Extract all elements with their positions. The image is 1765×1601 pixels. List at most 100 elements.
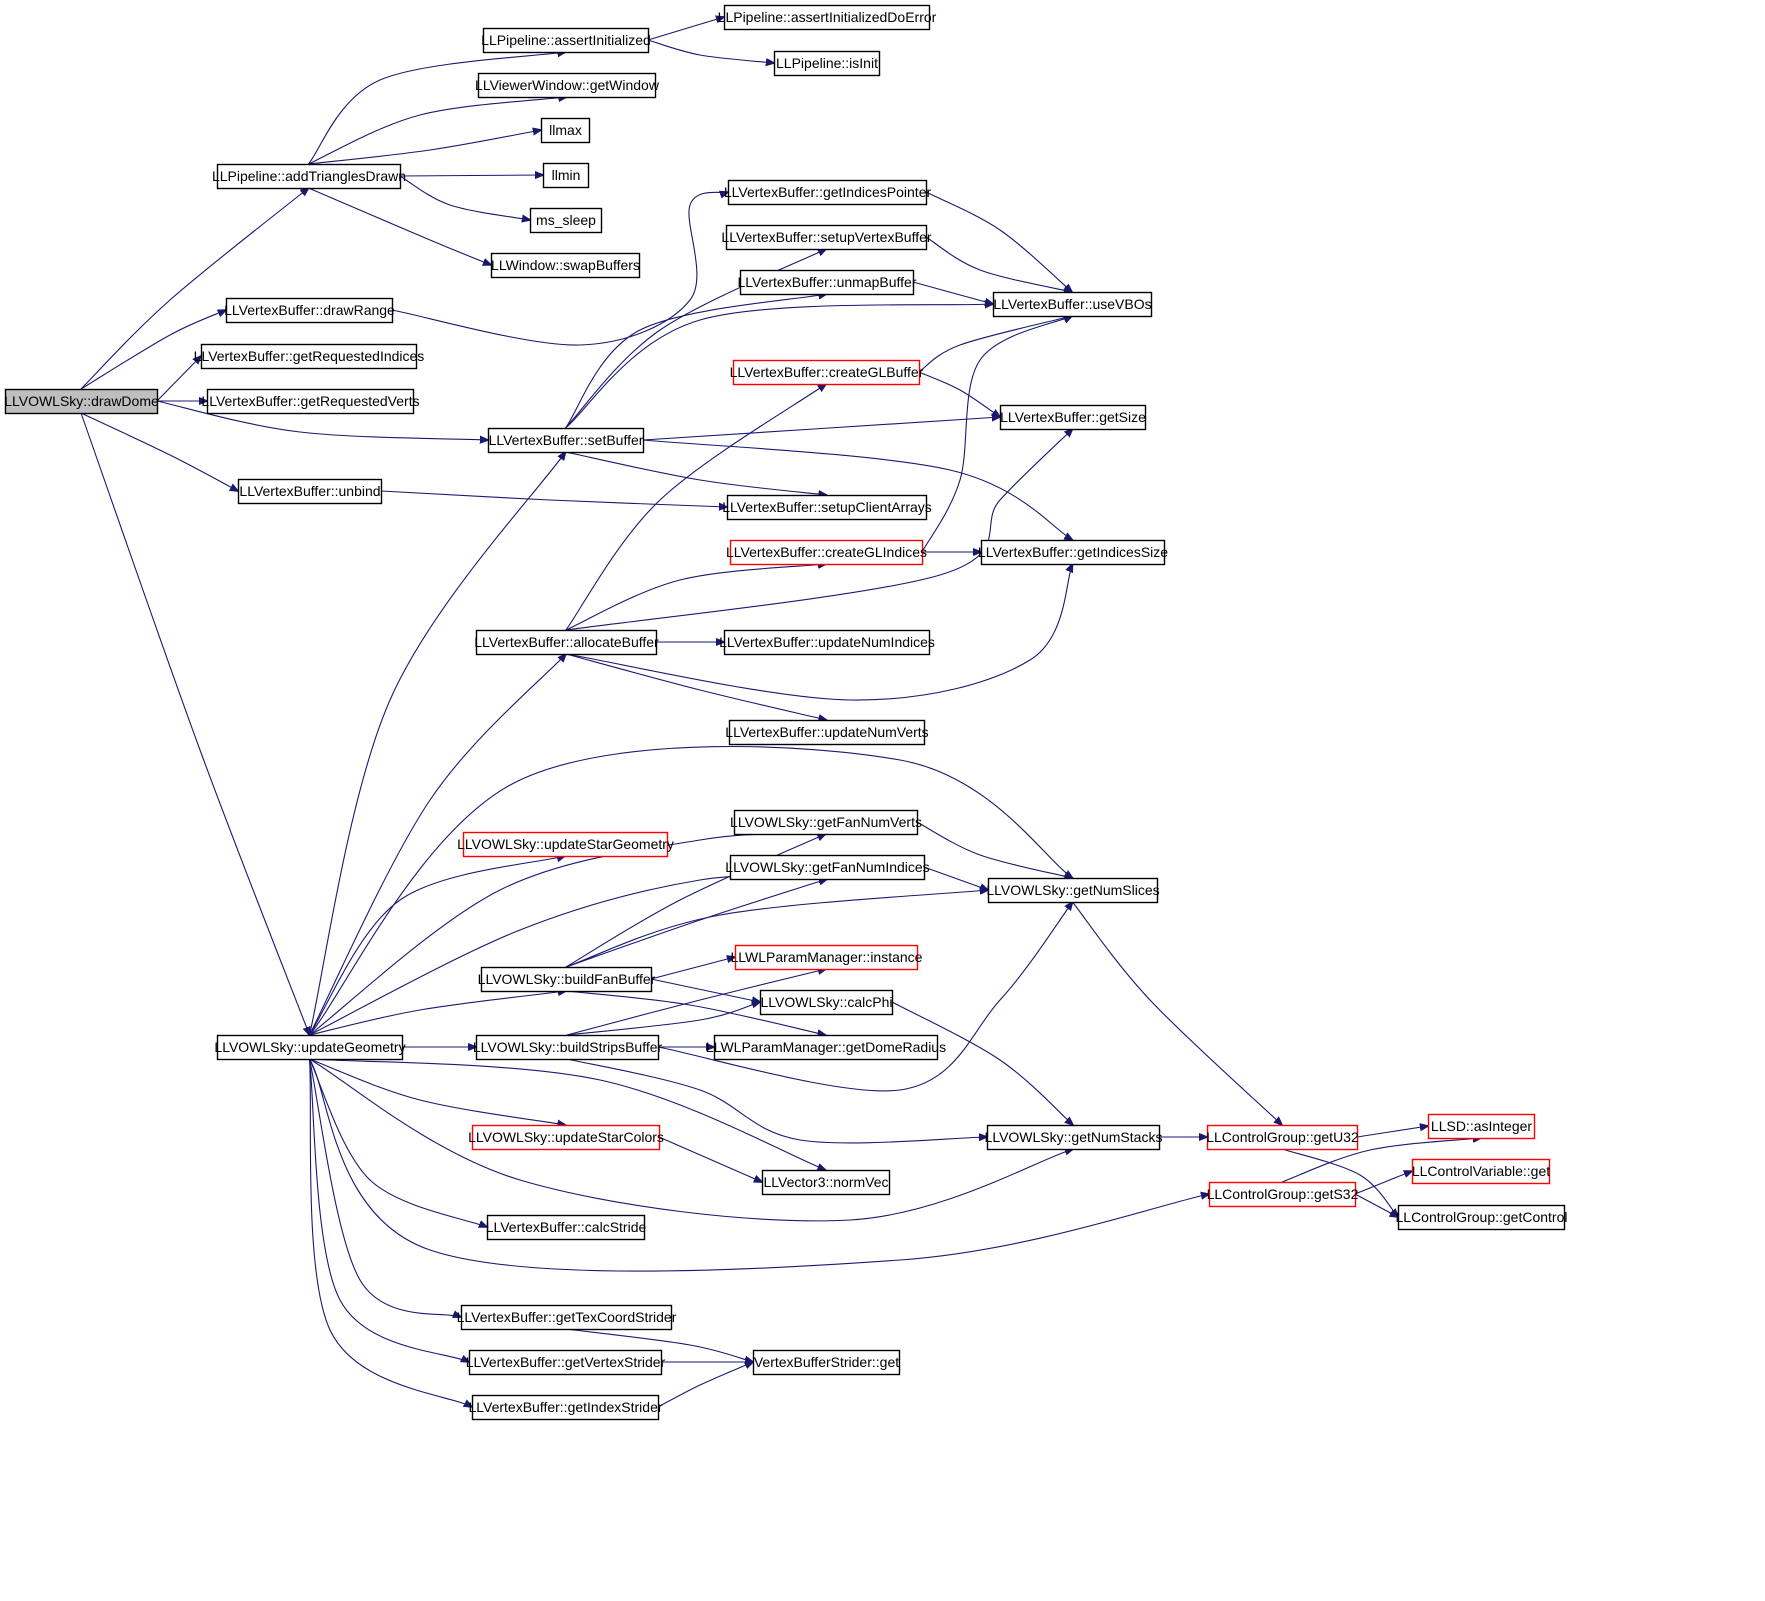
- node-getVertexStrider[interactable]: LLVertexBuffer::getVertexStrider: [466, 1349, 666, 1376]
- node-box: [4, 388, 159, 415]
- node-box: [486, 1214, 646, 1241]
- node-getTexCoordStrider[interactable]: LLVertexBuffer::getTexCoordStrider: [457, 1304, 677, 1331]
- edge-buildFanBuffer-to-getFanNumIndices: [565, 879, 827, 968]
- edge-getU32-to-getControl: [1281, 1148, 1398, 1217]
- node-getRequestedVerts[interactable]: LLVertexBuffer::getRequestedVerts: [201, 388, 420, 415]
- node-getS32[interactable]: LLControlGroup::getS32: [1207, 1181, 1359, 1208]
- node-box: [992, 291, 1153, 318]
- edge-updateGeometry-to-getNumStacks: [309, 1058, 1074, 1222]
- node-buildStripsBuffer[interactable]: LLVOWLSky::buildStripsBuffer: [473, 1034, 663, 1061]
- edge-updateGeometry-to-getIndexStrider: [308, 1058, 473, 1407]
- node-assertInitializedDoError[interactable]: LLPipeline::assertInitializedDoError: [718, 4, 937, 31]
- node-getIndicesSize[interactable]: LLVertexBuffer::getIndicesSize: [978, 539, 1168, 566]
- node-box: [468, 1349, 663, 1376]
- node-label: LLPipeline::assertInitialized: [481, 32, 651, 48]
- node-label: llmin: [552, 167, 581, 183]
- node-updateNumVerts[interactable]: LLVertexBuffer::updateNumVerts: [725, 719, 929, 746]
- node-controlVariableGet[interactable]: LLControlVariable::get: [1411, 1158, 1550, 1185]
- node-useVBOs[interactable]: LLVertexBuffer::useVBOs: [992, 291, 1153, 318]
- edge-getS32-to-asInteger: [1281, 1138, 1481, 1183]
- node-label: LLVertexBuffer::setBuffer: [489, 432, 644, 448]
- edge-buildStripsBuffer-to-instance: [566, 969, 826, 1036]
- node-getControl[interactable]: LLControlGroup::getControl: [1396, 1204, 1568, 1231]
- node-getNumSlices[interactable]: LLVOWLSky::getNumSlices: [986, 877, 1160, 904]
- node-label: LLVertexBuffer::getRequestedIndices: [194, 348, 425, 364]
- node-getIndexStrider[interactable]: LLVertexBuffer::getIndexStrider: [468, 1394, 663, 1421]
- node-createGLIndices[interactable]: LLVertexBuffer::createGLIndices: [726, 539, 927, 566]
- edge-assertInitialized-to-assertInitializedDoError: [647, 17, 724, 41]
- node-label: LLPipeline::isInit: [776, 55, 878, 71]
- node-box: [1206, 1124, 1359, 1151]
- node-setBuffer[interactable]: LLVertexBuffer::setBuffer: [487, 427, 645, 454]
- node-assertInitialized[interactable]: LLPipeline::assertInitialized: [481, 27, 651, 54]
- node-box: [987, 877, 1159, 904]
- node-setupClientArrays[interactable]: LLVertexBuffer::setupClientArrays: [722, 494, 932, 521]
- node-setupVertexBuffer[interactable]: LLVertexBuffer::setupVertexBuffer: [721, 224, 932, 251]
- node-updateStarColors[interactable]: LLVOWLSky::updateStarColors: [468, 1124, 664, 1151]
- node-allocateBuffer[interactable]: LLVertexBuffer::allocateBuffer: [474, 629, 659, 656]
- node-addTrianglesDrawn[interactable]: LLPipeline::addTrianglesDrawn: [212, 163, 406, 190]
- node-box: [752, 1349, 901, 1376]
- node-label: LLVOWLSky::getNumStacks: [985, 1129, 1163, 1145]
- edge-updateGeometry-to-getNumSlices: [309, 745, 1073, 1036]
- node-instance[interactable]: LLWLParamManager::instance: [731, 944, 923, 971]
- node-drawDome[interactable]: LLVOWLSky::drawDome: [4, 388, 159, 415]
- edge-setBuffer-to-setupVertexBuffer: [565, 249, 827, 429]
- node-ms_sleep[interactable]: ms_sleep: [529, 207, 603, 234]
- edge-addTrianglesDrawn-to-assertInitialized: [308, 52, 566, 165]
- node-getFanNumVerts[interactable]: LLVOWLSky::getFanNumVerts: [730, 809, 922, 836]
- node-getIndicesPointer[interactable]: LLVertexBuffer::getIndicesPointer: [724, 179, 932, 206]
- node-getDomeRadius[interactable]: LLWLParamManager::getDomeRadius: [706, 1034, 946, 1061]
- edge-setBuffer-to-getIndicesSize: [642, 439, 1073, 540]
- edge-getNumSlices-to-getU32: [1072, 901, 1283, 1125]
- edge-allocateBuffer-to-getIndicesSize: [565, 564, 1073, 701]
- node-getSize[interactable]: LLVertexBuffer::getSize: [999, 404, 1147, 431]
- node-asInteger[interactable]: LLSD::asInteger: [1427, 1113, 1536, 1140]
- node-drawRange[interactable]: LLVertexBuffer::drawRange: [224, 297, 395, 324]
- edge-getFanNumIndices-to-getNumSlices: [923, 866, 988, 890]
- edge-buildFanBuffer-to-instance: [650, 957, 735, 980]
- node-getNumStacks[interactable]: LLVOWLSky::getNumStacks: [985, 1124, 1163, 1151]
- node-createGLBuffer[interactable]: LLVertexBuffer::createGLBuffer: [730, 359, 924, 386]
- edge-buildStripsBuffer-to-calcPhi: [566, 1002, 760, 1036]
- node-getRequestedIndices[interactable]: LLVertexBuffer::getRequestedIndices: [194, 343, 425, 370]
- node-updateStarGeometry[interactable]: LLVOWLSky::updateStarGeometry: [457, 831, 674, 858]
- node-label: LLVOWLSky::buildFanBuffer: [478, 971, 656, 987]
- node-label: LLControlVariable::get: [1412, 1163, 1550, 1179]
- edge-allocateBuffer-to-getSize: [565, 429, 1073, 631]
- node-updateNumIndices[interactable]: LLVertexBuffer::updateNumIndices: [719, 629, 935, 656]
- node-box: [216, 163, 402, 190]
- node-calcStride[interactable]: LLVertexBuffer::calcStride: [486, 1214, 647, 1241]
- edge-buildFanBuffer-to-calcPhi: [650, 978, 760, 1002]
- node-calcPhi[interactable]: LLVOWLSky::calcPhi: [759, 989, 894, 1016]
- edge-unbind-to-setupClientArrays: [380, 490, 727, 507]
- node-buildFanBuffer[interactable]: LLVOWLSky::buildFanBuffer: [478, 966, 656, 993]
- node-getU32[interactable]: LLControlGroup::getU32: [1206, 1124, 1359, 1151]
- edge-drawDome-to-getRequestedIndices: [156, 356, 201, 402]
- node-unbind[interactable]: LLVertexBuffer::unbind: [237, 478, 383, 505]
- node-label: LLVertexBuffer::updateNumIndices: [719, 634, 935, 650]
- node-box: [477, 72, 657, 99]
- node-box: [1397, 1204, 1566, 1231]
- node-box: [216, 1034, 404, 1061]
- node-box: [1427, 1113, 1536, 1140]
- edge-createGLBuffer-to-useVBOs: [918, 316, 1072, 373]
- node-box: [471, 1124, 661, 1151]
- node-getWindow[interactable]: LLViewerWindow::getWindow: [475, 72, 660, 99]
- node-unmapBuffer[interactable]: LLVertexBuffer::unmapBuffer: [737, 269, 917, 296]
- node-label: LLVertexBuffer::unmapBuffer: [737, 274, 916, 290]
- node-swapBuffers[interactable]: LLWindow::swapBuffers: [490, 252, 641, 279]
- node-label: LLVertexBuffer::updateNumVerts: [725, 724, 928, 740]
- node-label: LLVOWLSky::getNumSlices: [986, 882, 1159, 898]
- edge-updateStarColors-to-normVec: [658, 1136, 762, 1182]
- node-updateGeometry[interactable]: LLVOWLSky::updateGeometry: [214, 1034, 406, 1061]
- node-llmax[interactable]: llmax: [540, 117, 591, 144]
- node-llmin[interactable]: llmin: [542, 162, 590, 189]
- node-box: [200, 343, 418, 370]
- node-stridedGet[interactable]: VertexBufferStrider::get: [752, 1349, 901, 1376]
- node-normVec[interactable]: LLVector3::normVec: [761, 1169, 891, 1196]
- edge-getU32-to-asInteger: [1356, 1126, 1428, 1138]
- node-isInit[interactable]: LLPipeline::isInit: [773, 50, 881, 77]
- edge-drawDome-to-updateGeometry: [80, 412, 310, 1035]
- node-getFanNumIndices[interactable]: LLVOWLSky::getFanNumIndices: [725, 854, 930, 881]
